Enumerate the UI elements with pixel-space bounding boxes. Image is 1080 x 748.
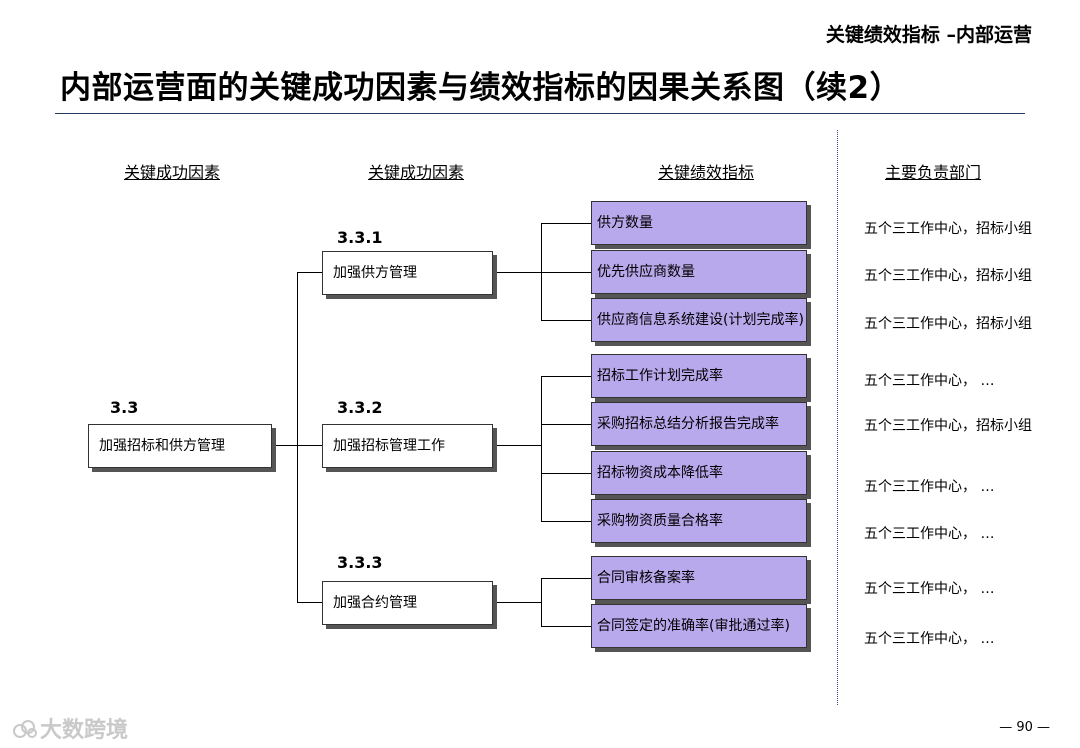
department-text: 五个三工作中心，招标小组 xyxy=(864,316,1032,332)
root-label: 加强招标和供方管理 xyxy=(99,438,225,454)
cloud-logo-icon xyxy=(13,720,37,738)
connector-g2-k1 xyxy=(541,376,591,377)
connector-g1-k2 xyxy=(541,272,591,273)
watermark: 大数跨境 xyxy=(12,712,128,744)
connector-trunk xyxy=(297,272,298,603)
connector-branch-1 xyxy=(297,272,323,273)
kpi-box: 招标物资成本降低率 xyxy=(591,451,807,495)
connector-branch-3 xyxy=(297,602,323,603)
connector-g1-k3 xyxy=(541,320,591,321)
page-number: — 90 — xyxy=(999,720,1050,735)
group-label: 加强招标管理工作 xyxy=(333,438,445,454)
kpi-label: 合同审核备案率 xyxy=(597,570,695,586)
kpi-label: 供方数量 xyxy=(597,215,653,231)
column-header-csf-level2: 关键成功因素 xyxy=(368,163,465,182)
group-node-supplier: 加强供方管理 xyxy=(322,251,493,295)
department-text: 五个三工作中心，招标小组 xyxy=(864,268,1032,284)
department-text: 五个三工作中心，招标小组 xyxy=(864,418,1032,434)
connector-g2-k4 xyxy=(541,521,591,522)
title-divider xyxy=(55,113,1025,114)
connector-g1-k1 xyxy=(541,223,591,224)
page-title: 内部运营面的关键成功因素与绩效指标的因果关系图（续2） xyxy=(60,70,902,106)
connector-g1 xyxy=(493,272,542,273)
kpi-label: 供应商信息系统建设(计划完成率) xyxy=(597,312,804,328)
connector-g2-trunk xyxy=(541,376,542,522)
department-text: 五个三工作中心， … xyxy=(864,526,995,542)
group-label: 加强供方管理 xyxy=(333,265,417,281)
watermark-text: 大数跨境 xyxy=(40,718,129,743)
connector-g3 xyxy=(493,602,542,603)
department-text: 五个三工作中心， … xyxy=(864,631,995,647)
group-code-3-3-3: 3.3.3 xyxy=(337,553,383,572)
group-code-3-3-2: 3.3.2 xyxy=(337,398,383,417)
root-node: 加强招标和供方管理 xyxy=(88,424,272,468)
kpi-label: 优先供应商数量 xyxy=(597,264,695,280)
group-node-contract: 加强合约管理 xyxy=(322,581,493,625)
kpi-box: 供应商信息系统建设(计划完成率) xyxy=(591,298,807,342)
connector-g3-trunk xyxy=(541,578,542,627)
connector-g3-k2 xyxy=(541,626,591,627)
kpi-label: 招标物资成本降低率 xyxy=(597,465,723,481)
kpi-label: 合同签定的准确率(审批通过率) xyxy=(597,618,790,634)
section-label: 关键绩效指标 –内部运营 xyxy=(825,24,1032,46)
group-node-bidding: 加强招标管理工作 xyxy=(322,424,493,468)
group-code-3-3-1: 3.3.1 xyxy=(337,228,383,247)
connector-g2-k3 xyxy=(541,473,591,474)
kpi-box: 供方数量 xyxy=(591,201,807,245)
department-text: 五个三工作中心， … xyxy=(864,581,995,597)
kpi-box: 优先供应商数量 xyxy=(591,250,807,294)
group-label: 加强合约管理 xyxy=(333,595,417,611)
root-code: 3.3 xyxy=(110,398,139,417)
kpi-box: 采购物资质量合格率 xyxy=(591,499,807,543)
column-header-department: 主要负责部门 xyxy=(885,163,982,182)
department-text: 五个三工作中心， … xyxy=(864,373,995,389)
connector-g3-k1 xyxy=(541,578,591,579)
connector-g2-k2 xyxy=(541,424,591,425)
column-header-kpi: 关键绩效指标 xyxy=(658,163,755,182)
kpi-box: 采购招标总结分析报告完成率 xyxy=(591,402,807,446)
column-divider xyxy=(837,130,838,705)
connector-root xyxy=(272,445,298,446)
kpi-label: 招标工作计划完成率 xyxy=(597,368,723,384)
department-text: 五个三工作中心， … xyxy=(864,479,995,495)
kpi-box: 合同审核备案率 xyxy=(591,556,807,600)
connector-branch-2 xyxy=(297,445,323,446)
kpi-box: 合同签定的准确率(审批通过率) xyxy=(591,604,807,648)
kpi-label: 采购物资质量合格率 xyxy=(597,513,723,529)
connector-g2 xyxy=(493,445,542,446)
department-text: 五个三工作中心，招标小组 xyxy=(864,221,1032,237)
column-header-csf-level1: 关键成功因素 xyxy=(124,163,221,182)
kpi-label: 采购招标总结分析报告完成率 xyxy=(597,416,779,432)
kpi-box: 招标工作计划完成率 xyxy=(591,354,807,398)
